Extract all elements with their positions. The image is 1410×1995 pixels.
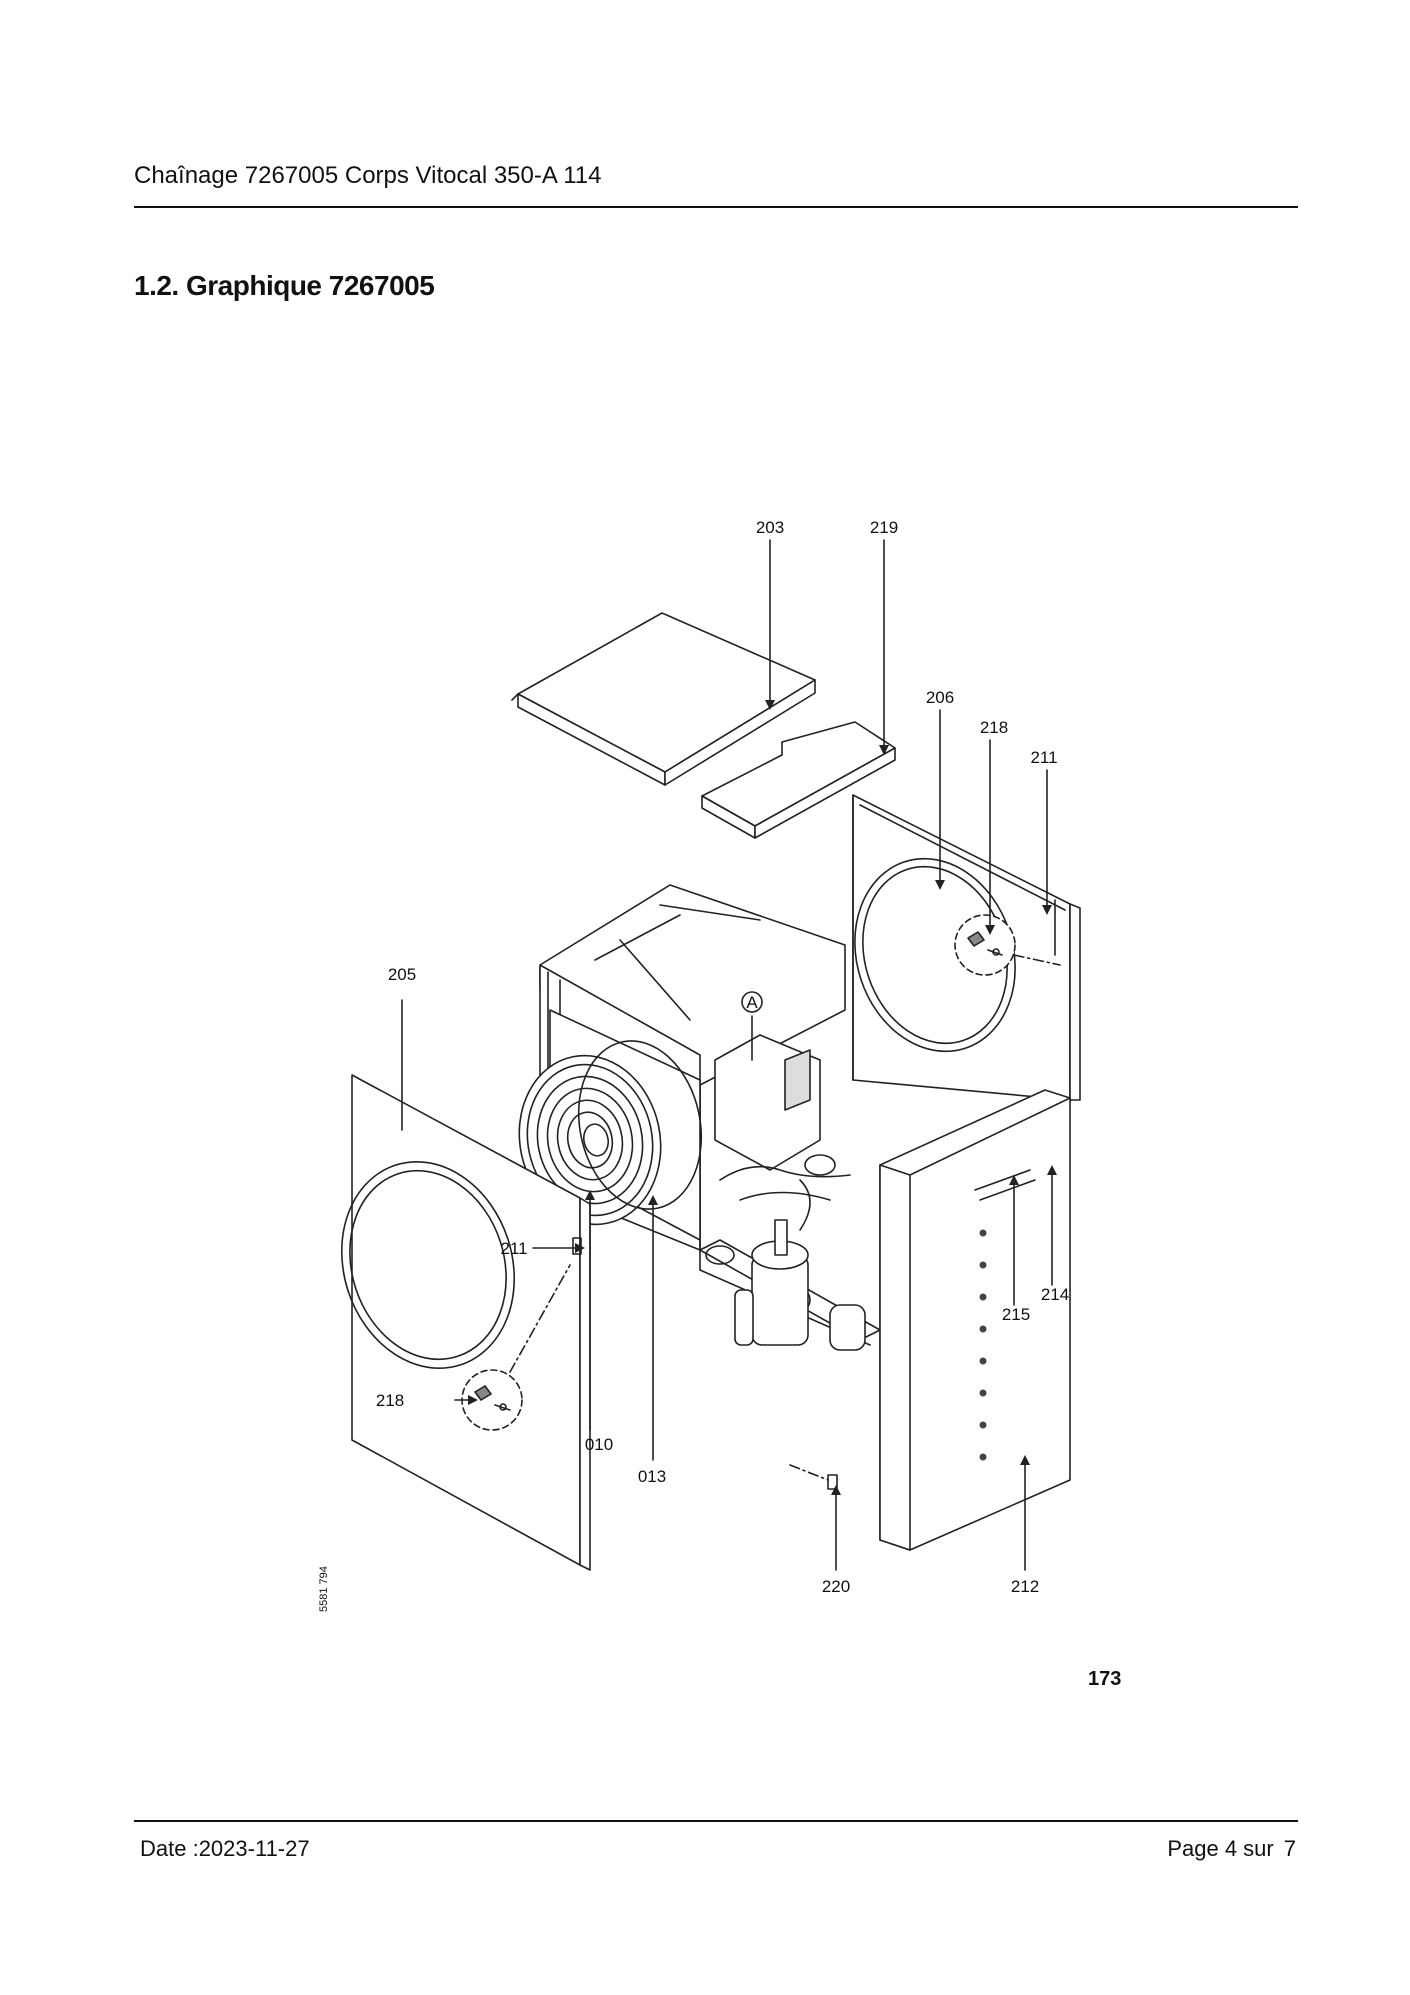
figure-code: 5581 794 xyxy=(318,1566,330,1612)
callout-214: 214 xyxy=(1041,1285,1069,1304)
callout-220: 220 xyxy=(822,1577,850,1596)
callout-010: 010 xyxy=(585,1435,613,1454)
clip-220 xyxy=(789,1464,838,1490)
footer-date: Date :2023-11-27 xyxy=(140,1836,310,1861)
figure-page-ref: 173 xyxy=(1088,1668,1122,1690)
callout-212: 212 xyxy=(1011,1577,1039,1596)
leader-arrowheads xyxy=(468,700,1057,1495)
callout-203: 203 xyxy=(756,518,784,537)
callout-205: 205 xyxy=(388,965,416,984)
callout-211-front: 211 xyxy=(500,1239,527,1258)
callout-013: 013 xyxy=(638,1467,666,1486)
page-prefix: Page 4 sur xyxy=(1167,1836,1274,1861)
top-cover-203 xyxy=(511,612,816,786)
callout-219: 219 xyxy=(870,518,898,537)
document-header-title: Chaînage 7267005 Corps Vitocal 350-A 114 xyxy=(134,162,602,189)
page-total: 7 xyxy=(1283,1836,1296,1861)
footer-rule xyxy=(134,1820,1298,1822)
callout-218-front: 218 xyxy=(376,1391,404,1410)
side-panel-212 xyxy=(879,1089,1071,1551)
callout-A: A xyxy=(746,993,758,1012)
callout-218-rear: 218 xyxy=(980,718,1008,737)
leader-lines xyxy=(401,539,1053,1571)
header-rule xyxy=(134,206,1298,208)
front-panel-205 xyxy=(340,1074,591,1571)
callout-215: 215 xyxy=(1002,1305,1030,1324)
callout-206: 206 xyxy=(926,688,954,707)
section-title: 1.2. Graphique 7267005 xyxy=(134,270,435,301)
detail-circle-218-front xyxy=(461,1264,571,1431)
callout-211-rear: 211 xyxy=(1030,748,1057,767)
footer-page-number: Page 4 sur 7 xyxy=(1167,1836,1296,1862)
detail-circle-218-rear xyxy=(954,914,1061,976)
cover-plate-219 xyxy=(701,721,896,839)
fan-010 xyxy=(518,1040,703,1226)
